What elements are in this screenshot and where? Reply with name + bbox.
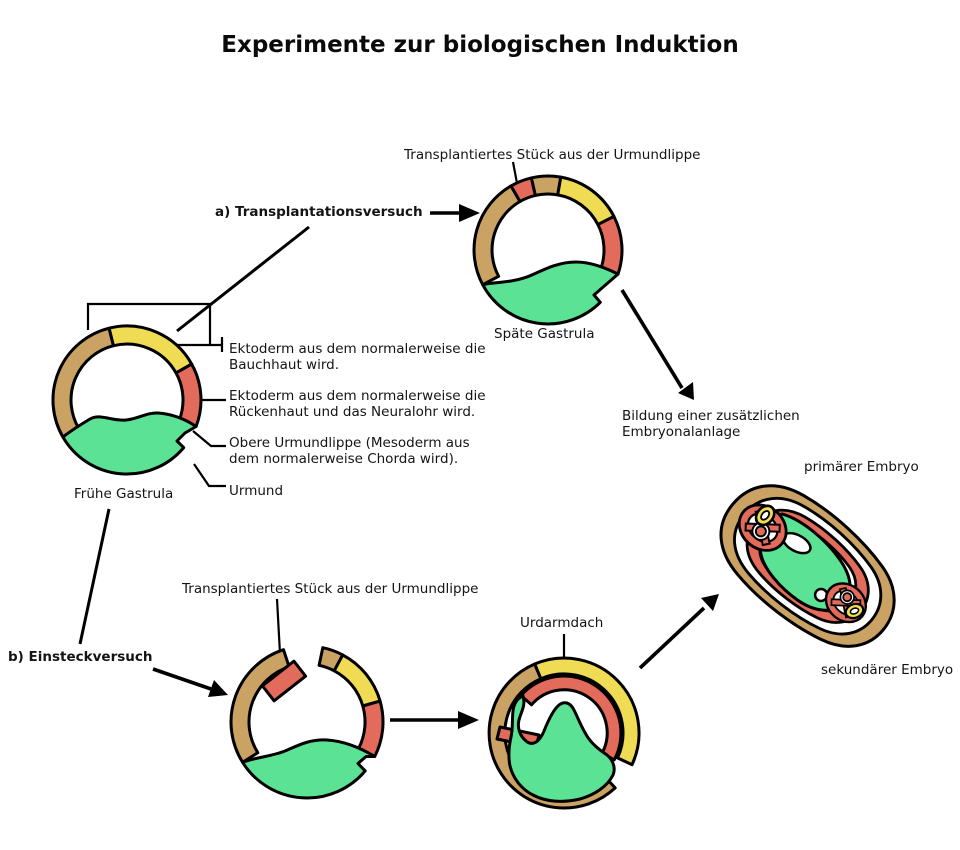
label-experiment-b: b) Einsteckversuch — [8, 649, 153, 665]
arrow-a — [430, 204, 480, 222]
induced-ectoderm-yellow — [533, 656, 641, 767]
arrow-b — [152, 667, 228, 697]
leader-urmund — [193, 463, 226, 488]
induced-endoderm — [507, 694, 616, 803]
early-endoderm — [61, 411, 198, 476]
leader-bracket-ectoderm — [86, 302, 212, 345]
arrow-additional-embryo — [620, 289, 694, 400]
leader-dorsal-lip — [192, 430, 226, 448]
label-late-gastrula: Späte Gastrula — [494, 326, 595, 342]
label-transplant-a: Transplantiertes Stück aus der Urmundlip… — [404, 147, 701, 163]
inserted-graft-piece — [260, 659, 308, 703]
label-early-gastrula: Frühe Gastrula — [74, 486, 174, 502]
annotation-ectoderm-dorsal: Ektoderm aus dem normalerweise die Rücke… — [229, 388, 486, 420]
late-ectoderm-tan — [472, 184, 522, 287]
late-gastrula — [472, 174, 624, 326]
leader-a-to-early-gastrula — [176, 225, 310, 333]
arrows — [152, 204, 719, 729]
primary-notochord — [754, 525, 767, 538]
double-embryo — [696, 460, 921, 674]
label-experiment-a: a) Transplantationsversuch — [215, 204, 423, 220]
induced-gastrula — [487, 656, 641, 810]
early-ectoderm-yellow — [107, 324, 194, 375]
annotation-ectoderm-ventral: Ektoderm aus dem normalerweise die Bauch… — [229, 341, 486, 373]
insert-ectoderm-tan-arc — [229, 648, 291, 764]
late-ectoderm-tan-small — [529, 174, 563, 197]
arrow-induced-to-embryo — [638, 594, 719, 670]
annotation-dorsal-lip: Obere Urmundlippe (Mesoderm aus dem norm… — [229, 435, 470, 467]
annotation-urmund: Urmund — [229, 483, 284, 499]
page-title: Experimente zur biologischen Induktion — [221, 32, 739, 58]
insert-dorsal-lip — [357, 699, 385, 758]
arrow-insert-to-induced — [390, 711, 479, 729]
secondary-notochord — [842, 592, 853, 603]
insert-ectoderm-yellow — [332, 653, 382, 708]
secondary-embryo-rosette — [824, 582, 868, 624]
insertion-gastrula — [229, 646, 385, 800]
late-ectoderm-yellow — [556, 175, 616, 227]
late-dorsal-lip — [596, 214, 624, 276]
early-dorsal-lip — [174, 362, 203, 428]
label-primary-embryo: primärer Embryo — [804, 459, 919, 475]
insert-endoderm — [241, 738, 377, 800]
late-endoderm — [481, 260, 620, 326]
primary-embryo-rosette — [737, 503, 788, 552]
label-transplant-b: Transplantiertes Stück aus der Urmundlip… — [182, 581, 479, 597]
label-additional-embryo: Bildung einer zusätzlichen Embryonalanla… — [622, 408, 800, 440]
early-gastrula — [51, 324, 203, 476]
label-urdarmdach: Urdarmdach — [520, 615, 604, 631]
leader-to-experiment-b — [78, 508, 111, 645]
urdarmdach-arc — [519, 674, 623, 762]
label-secondary-embryo: sekundärer Embryo — [821, 662, 954, 678]
